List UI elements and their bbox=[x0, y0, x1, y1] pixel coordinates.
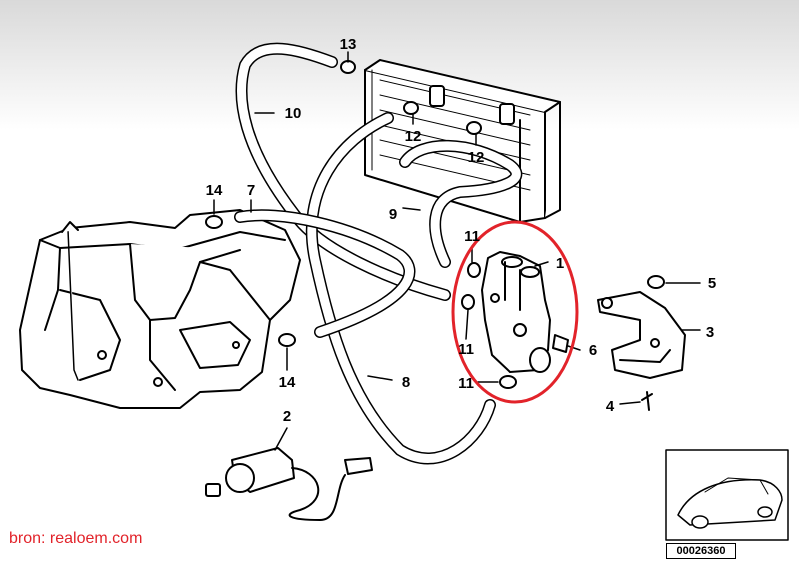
water-valve bbox=[481, 251, 569, 373]
callout-7: 7 bbox=[247, 182, 255, 199]
callout-3: 3 bbox=[706, 324, 714, 341]
nut bbox=[647, 275, 665, 289]
callout-1: 1 bbox=[556, 255, 564, 272]
callout-13: 13 bbox=[340, 36, 357, 53]
clamps bbox=[205, 60, 517, 389]
callout-6: 6 bbox=[589, 342, 597, 359]
bracket bbox=[597, 291, 686, 379]
callout-12: 12 bbox=[468, 149, 485, 166]
aux-water-pump bbox=[205, 447, 373, 521]
callout-11: 11 bbox=[458, 375, 474, 392]
highlight-ellipse bbox=[451, 220, 579, 404]
callout-11: 11 bbox=[464, 228, 480, 245]
callout-5: 5 bbox=[708, 275, 716, 292]
car-thumbnail bbox=[665, 449, 789, 541]
callout-10: 10 bbox=[285, 105, 302, 122]
callout-2: 2 bbox=[283, 408, 291, 425]
callout-8: 8 bbox=[402, 374, 410, 391]
source-credit: bron: realoem.com bbox=[9, 530, 143, 547]
callout-14: 14 bbox=[206, 182, 223, 199]
callout-11: 11 bbox=[458, 341, 474, 358]
leader-lines bbox=[213, 51, 701, 451]
callout-14: 14 bbox=[279, 374, 296, 391]
callout-12: 12 bbox=[405, 128, 422, 145]
screw bbox=[641, 391, 653, 411]
callout-4: 4 bbox=[606, 398, 615, 415]
diagram-id: 00026360 bbox=[666, 543, 736, 559]
callout-9: 9 bbox=[389, 206, 397, 223]
engine-block bbox=[19, 209, 301, 409]
